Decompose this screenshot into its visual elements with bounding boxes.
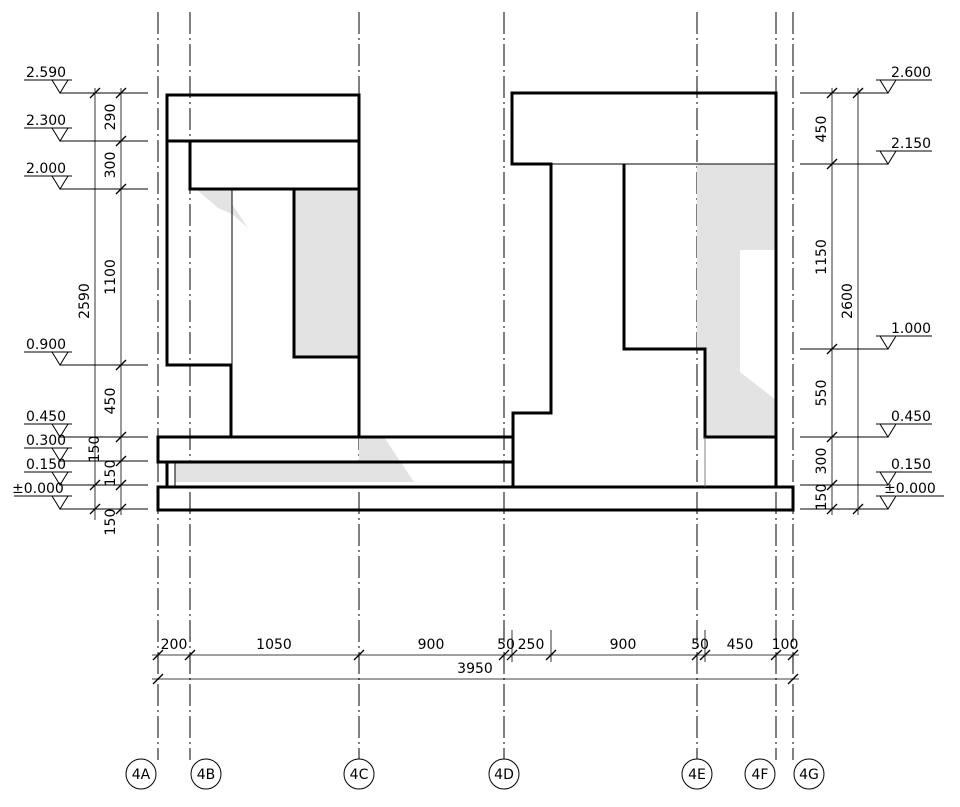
dim-label: 900: [418, 637, 445, 653]
dim-label: 1100: [103, 259, 119, 295]
left-level-markers: 2.590 2.300 2.000 0.900 0.450: [12, 65, 148, 510]
level-marker-right-2150: 2.150: [800, 136, 932, 165]
dim-label: 450: [103, 388, 119, 415]
left-roof-slab: [165, 93, 361, 143]
dim-label: 100: [772, 637, 799, 653]
shadow-areas: [175, 164, 776, 482]
ground-slab: [156, 485, 795, 512]
grid-bubble-4e: 4E: [681, 758, 713, 790]
platform-slab: [156, 435, 515, 464]
grid-bubble-4a: 4A: [125, 758, 157, 790]
level-text: 2.600: [891, 65, 931, 81]
level-marker-left-2300: 2.300: [24, 113, 148, 142]
dim-label: 550: [814, 380, 830, 407]
level-text: 0.450: [26, 409, 66, 425]
dim-label: 1150: [814, 239, 830, 275]
building-outline: [156, 91, 795, 512]
shade-ground-left: [175, 437, 414, 482]
level-text: 0.300: [26, 433, 66, 449]
right-level-markers: 2.600 2.150 1.000 0.450 0.150: [800, 65, 944, 510]
grid-bubble-4b: 4B: [190, 758, 222, 790]
shade-left-panel: [294, 189, 359, 357]
level-text: 0.900: [26, 337, 66, 353]
dim-ticks-left: [89, 87, 127, 515]
level-marker-left-2590: 2.590: [24, 65, 148, 94]
bottom-dimension-chains: 200 1050 900 50 250 900 50 450 100 3950: [152, 630, 799, 685]
dim-label: 150: [103, 509, 119, 536]
level-marker-left-2000: 2.000: [24, 161, 148, 190]
grid-label: 4F: [752, 767, 769, 783]
dim-label: 1050: [256, 637, 292, 653]
grid-label: 4C: [350, 767, 369, 783]
dim-label: 900: [610, 637, 637, 653]
level-marker-right-0150: 0.150: [800, 457, 932, 486]
dim-label: 200: [161, 637, 188, 653]
dim-ticks-bottom: [152, 649, 799, 685]
level-marker-left-0300: 0.300: [24, 433, 148, 462]
level-text: 0.150: [26, 457, 66, 473]
left-upper-frame: [188, 139, 361, 191]
level-text: 2.300: [26, 113, 66, 129]
left-outer-wall: [165, 141, 233, 437]
grid-label: 4E: [688, 767, 706, 783]
level-text: ±0.000: [12, 481, 64, 497]
level-marker-left-0150: 0.150: [24, 457, 148, 486]
dim-label: 2600: [840, 283, 856, 319]
dim-label: 290: [103, 104, 119, 131]
level-text: 2.590: [26, 65, 66, 81]
dim-ticks-right: [826, 87, 864, 515]
level-marker-left-0900: 0.900: [24, 337, 148, 366]
level-text: ±0.000: [884, 481, 936, 497]
level-marker-left-0450: 0.450: [24, 409, 148, 438]
level-text: 0.150: [891, 457, 931, 473]
left-dimension-chains: 290 300 1100 450 150 150 2590 150: [77, 87, 127, 536]
level-marker-right-2600: 2.600: [800, 65, 932, 94]
dim-label: 150: [814, 484, 830, 511]
dim-label: 300: [814, 448, 830, 475]
level-text: 1.000: [891, 321, 931, 337]
grid-bubble-4c: 4C: [343, 758, 375, 790]
left-inner-panel: [292, 187, 361, 359]
grid-bubbles: 4A 4B 4C 4D 4E 4F 4G: [125, 758, 825, 790]
level-text: 2.000: [26, 161, 66, 177]
dim-label: 50: [497, 637, 515, 653]
dim-label: 50: [691, 637, 709, 653]
grid-axis-lines: [157, 12, 794, 760]
right-block-outline: [510, 91, 778, 489]
level-marker-right-1000: 1.000: [800, 321, 932, 350]
grid-label: 4G: [799, 767, 819, 783]
grid-bubble-4d: 4D: [488, 758, 520, 790]
dim-label: 300: [103, 152, 119, 179]
level-text: 2.150: [891, 136, 931, 152]
dim-label: 2590: [77, 283, 93, 319]
dim-label: 150: [103, 460, 119, 487]
shade-right-panel: [697, 164, 776, 437]
level-marker-right-0450: 0.450: [800, 409, 932, 438]
level-marker-left-0000: ±0.000: [12, 481, 148, 510]
dim-label: 3950: [457, 661, 493, 677]
level-marker-right-0000: ±0.000: [800, 481, 944, 510]
dim-label: 150: [87, 436, 103, 463]
grid-label: 4D: [494, 767, 514, 783]
right-opening: [622, 164, 776, 439]
right-dimension-chains: 450 1150 550 300 150 2600: [814, 87, 864, 515]
level-text: 0.450: [891, 409, 931, 425]
dim-label: 250: [518, 637, 545, 653]
dim-label: 450: [814, 116, 830, 143]
grid-label: 4A: [132, 767, 151, 783]
grid-label: 4B: [197, 767, 216, 783]
grid-bubble-4f: 4F: [744, 758, 776, 790]
grid-bubble-4g: 4G: [793, 758, 825, 790]
dim-label: 450: [727, 637, 754, 653]
